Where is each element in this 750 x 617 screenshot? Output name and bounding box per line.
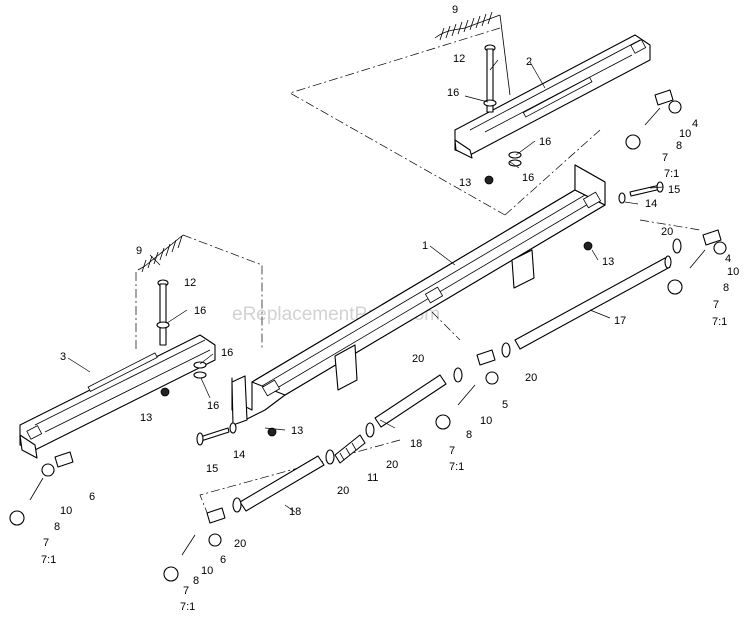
callout-20-right: 20 — [661, 226, 673, 238]
callout-20-lower-b: 20 — [234, 538, 246, 550]
tube-18-lower — [239, 455, 325, 512]
callout-11: 11 — [367, 472, 378, 484]
callout-14-lower: 14 — [233, 449, 245, 461]
upper-right-rail — [454, 34, 651, 159]
tube-17 — [514, 255, 672, 350]
callout-12-upper: 12 — [453, 53, 465, 65]
callout-15-lower: 15 — [206, 463, 218, 475]
callout-9-upper: 9 — [452, 4, 458, 16]
main-frame-bar — [231, 164, 606, 426]
callout-13-upper: 13 — [459, 177, 471, 189]
clamps — [232, 238, 682, 513]
ratio-7-1-upper: 7:1 — [664, 168, 679, 180]
callout-18-upper: 18 — [410, 438, 422, 450]
callout-5: 5 — [502, 399, 508, 411]
bolt-upper — [483, 44, 522, 167]
callout-7-upper: 7 — [662, 152, 668, 164]
callout-16-lower-c: 16 — [207, 400, 219, 412]
callout-10-upper: 10 — [679, 128, 691, 140]
linkage-right — [667, 229, 727, 295]
callout-4-right: 4 — [725, 253, 731, 265]
callout-6-left: 6 — [89, 491, 95, 503]
tube-18-upper — [374, 374, 447, 428]
callout-16-upper-a: 16 — [447, 87, 459, 99]
spring-upper — [434, 11, 511, 96]
callout-16-lower-a: 16 — [194, 305, 206, 317]
callout-14-upper: 14 — [645, 198, 657, 210]
leader-lines — [67, 59, 664, 513]
callout-10-lower: 10 — [201, 565, 213, 577]
ratio-7-1-center: 7:1 — [449, 461, 464, 473]
callout-12-lower: 12 — [184, 277, 196, 289]
ratio-7-1-lower: 7:1 — [180, 601, 195, 613]
callout-8-right: 8 — [723, 282, 729, 294]
callout-9-lower: 9 — [136, 245, 142, 257]
callout-10-right: 10 — [727, 266, 739, 278]
callout-16-upper-b: 16 — [539, 136, 551, 148]
callout-2: 2 — [526, 56, 532, 68]
callout-8-upper: 8 — [676, 140, 682, 152]
callout-20-center-right: 20 — [525, 372, 537, 384]
callout-17: 17 — [614, 315, 626, 327]
callout-20-center-left: 20 — [412, 353, 424, 365]
callout-13-left: 13 — [140, 412, 152, 424]
spring-lower — [137, 234, 184, 273]
linkage-upper-right — [625, 89, 682, 150]
nuts — [160, 175, 593, 437]
callout-16-lower-b: 16 — [221, 347, 233, 359]
ratio-7-1-left: 7:1 — [41, 554, 56, 566]
callout-13-lower: 13 — [291, 425, 303, 437]
callout-18-lower: 18 — [289, 506, 301, 518]
callout-13-right: 13 — [602, 256, 614, 268]
callout-labels: 1 2 3 4 4 5 6 6 7 7:1 7 7:1 7 7:1 7 7:1 … — [41, 4, 739, 613]
callout-16-upper-c: 16 — [522, 172, 534, 184]
callout-7-left: 7 — [43, 537, 49, 549]
ratio-7-1-right: 7:1 — [712, 316, 727, 328]
callout-3: 3 — [60, 351, 66, 363]
callout-15-upper: 15 — [668, 184, 680, 196]
callout-20-lower-a: 20 — [337, 485, 349, 497]
linkage-left — [9, 451, 74, 526]
callout-20-coupler: 20 — [386, 459, 398, 471]
callout-7-center: 7 — [449, 445, 455, 457]
callout-1: 1 — [422, 240, 428, 252]
callout-4-upper: 4 — [692, 118, 698, 130]
callout-7-right: 7 — [713, 299, 719, 311]
lower-left-rail — [19, 334, 216, 459]
callout-8-lower: 8 — [193, 575, 199, 587]
callout-7-lower: 7 — [183, 585, 189, 597]
linkage-lower — [163, 507, 226, 582]
bolt-lower — [156, 279, 207, 379]
callout-8-center: 8 — [466, 429, 472, 441]
callout-8-left: 8 — [54, 521, 60, 533]
pin-lower — [196, 422, 237, 446]
linkage-center — [435, 349, 499, 430]
callout-10-center: 10 — [480, 415, 492, 427]
callout-10-left: 10 — [60, 505, 72, 517]
callout-6-lower: 6 — [220, 554, 226, 566]
coupler — [334, 434, 366, 464]
